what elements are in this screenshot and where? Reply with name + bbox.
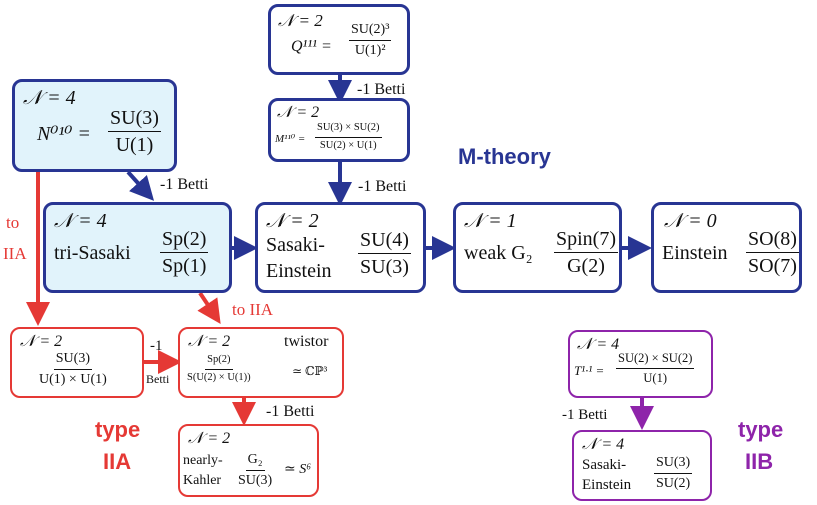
node-sasaki-n: 𝒩 = 2	[266, 210, 319, 232]
edge-label-iia-twistor-1: -1	[150, 338, 163, 354]
node-iib-sasaki-n: 𝒩 = 4	[582, 436, 625, 453]
section-label-type-iia-2: IIA	[103, 449, 132, 474]
edge-label-iia-twistor-2: Betti	[146, 372, 170, 386]
node-q111-num: SU(2)³	[349, 23, 392, 41]
node-trisasaki-fraction: Sp(2) Sp(1)	[160, 229, 209, 277]
node-trisasaki: 𝒩 = 4 tri-Sasaki Sp(2) Sp(1)	[43, 202, 232, 293]
node-sasaki-name1: Sasaki-	[266, 234, 325, 256]
node-t11: 𝒩 = 4 T¹·¹ = SU(2) × SU(2) U(1)	[568, 330, 713, 398]
node-iib-sasaki-name1: Sasaki-	[582, 457, 627, 473]
edge-label-t11-iib: -1 Betti	[562, 407, 608, 423]
node-n010-fraction: SU(3) U(1)	[108, 108, 161, 155]
arrow-tri-twistor	[197, 291, 221, 324]
node-trisasaki-name: tri-Sasaki	[54, 242, 131, 264]
edge-label-m110-sasaki: -1 Betti	[358, 178, 407, 195]
node-iib-sasaki-num: SU(3)	[654, 456, 693, 474]
node-m110-den: SU(2) × U(1)	[319, 139, 377, 151]
node-sasaki-fraction: SU(4) SU(3)	[358, 230, 411, 277]
node-sasaki-name2: Einstein	[266, 260, 332, 282]
node-einstein-name: Einstein	[662, 242, 728, 264]
node-sasaki-num: SU(4)	[358, 230, 411, 254]
node-trisasaki-num: Sp(2)	[160, 229, 209, 253]
arrow-n010-tri	[126, 170, 155, 201]
node-m110-num: SU(3) × SU(2)	[315, 122, 382, 138]
node-iia-left-den: U(1) × U(1)	[39, 372, 107, 387]
node-einstein-num: SO(8)	[746, 229, 799, 253]
node-iia-left-num: SU(3)	[53, 352, 92, 370]
node-einstein-n: 𝒩 = 0	[664, 210, 717, 232]
edge-label-to-iia-1: to	[6, 213, 20, 232]
node-m110: 𝒩 = 2 M¹¹⁰ = SU(3) × SU(2) SU(2) × U(1)	[268, 98, 410, 162]
edge-label-n010-tri: -1 Betti	[160, 176, 209, 193]
node-q111: 𝒩 = 2 Q¹¹¹ = SU(2)³ U(1)²	[268, 4, 410, 75]
node-q111-name: Q¹¹¹ =	[291, 38, 332, 55]
node-m110-fraction: SU(3) × SU(2) SU(2) × U(1)	[315, 122, 382, 151]
node-weakg2-den: G(2)	[567, 255, 605, 277]
node-twistor: 𝒩 = 2 twistor Sp(2) S(U(2) × U(1)) ≃ ℂℙ³	[178, 327, 344, 398]
node-twistor-suffix: ≃ ℂℙ³	[292, 364, 328, 378]
node-n010-num: SU(3)	[108, 108, 161, 132]
node-nearly-kahler: 𝒩 = 2 nearly- Kahler G₂ SU(3) ≃ S⁶	[178, 424, 319, 497]
node-einstein-den: SO(7)	[748, 255, 797, 277]
section-label-type-iib-1: type	[738, 417, 784, 442]
node-iib-sasaki-fraction: SU(3) SU(2)	[654, 456, 693, 491]
node-iia-left-n: 𝒩 = 2	[20, 333, 63, 350]
node-weakg2-name: weak G₂	[464, 242, 533, 264]
node-iib-sasaki-den: SU(2)	[656, 476, 691, 491]
node-q111-den: U(1)²	[354, 43, 386, 58]
node-trisasaki-den: Sp(1)	[162, 255, 207, 277]
node-nearly-den: SU(3)	[238, 473, 273, 488]
node-einstein: 𝒩 = 0 Einstein SO(8) SO(7)	[651, 202, 802, 293]
node-t11-den: U(1)	[643, 370, 668, 385]
node-nearly-n: 𝒩 = 2	[188, 430, 231, 447]
edge-label-to-iia-2: IIA	[3, 244, 27, 263]
node-twistor-n: 𝒩 = 2	[188, 333, 231, 350]
edge-label-twistor-nearly: -1 Betti	[266, 403, 315, 420]
node-n010-name: N⁰¹⁰ =	[37, 123, 91, 145]
node-iia-cp2: 𝒩 = 2 SU(3) U(1) × U(1)	[10, 327, 144, 398]
node-sasaki-einstein: 𝒩 = 2 Sasaki- Einstein SU(4) SU(3)	[255, 202, 426, 293]
node-n010-n: 𝒩 = 4	[23, 87, 76, 109]
node-iib-sasaki-einstein: 𝒩 = 4 Sasaki- Einstein SU(3) SU(2)	[572, 430, 712, 501]
node-q111-fraction: SU(2)³ U(1)²	[349, 23, 392, 58]
node-twistor-den: S(U(2) × U(1))	[187, 371, 251, 383]
node-weakg2-n: 𝒩 = 1	[464, 210, 517, 232]
node-iib-sasaki-name2: Einstein	[582, 477, 632, 493]
node-nearly-name1: nearly-	[183, 453, 223, 468]
node-trisasaki-n: 𝒩 = 4	[54, 210, 107, 232]
node-t11-num: SU(2) × SU(2)	[616, 352, 695, 369]
section-label-type-iia-1: type	[95, 417, 141, 442]
node-t11-fraction: SU(2) × SU(2) U(1)	[616, 352, 695, 385]
node-n010-den: U(1)	[115, 134, 154, 156]
node-weakg2-num: Spin(7)	[554, 229, 618, 253]
node-nearly-num: G₂	[245, 453, 265, 471]
node-weak-g2: 𝒩 = 1 weak G₂ Spin(7) G(2)	[453, 202, 622, 293]
node-t11-name: T¹·¹ =	[574, 363, 605, 378]
node-iia-left-fraction: SU(3) U(1) × U(1)	[37, 352, 109, 387]
node-nearly-fraction: G₂ SU(3)	[236, 453, 274, 488]
node-m110-n: 𝒩 = 2	[277, 104, 320, 121]
node-t11-n: 𝒩 = 4	[577, 336, 620, 353]
edge-label-tri-twistor: to IIA	[232, 300, 274, 319]
node-twistor-tag: twistor	[284, 333, 329, 350]
section-label-mtheory: M-theory	[458, 144, 551, 169]
node-m110-name: M¹¹⁰ =	[275, 133, 306, 145]
node-nearly-name2: Kahler	[183, 473, 222, 488]
section-label-type-iib-2: IIB	[745, 449, 774, 474]
node-einstein-fraction: SO(8) SO(7)	[746, 229, 799, 276]
node-n010: 𝒩 = 4 N⁰¹⁰ = SU(3) U(1)	[12, 79, 177, 172]
node-sasaki-den: SU(3)	[360, 256, 409, 278]
node-nearly-suffix: ≃ S⁶	[284, 462, 312, 477]
node-q111-n: 𝒩 = 2	[278, 11, 323, 30]
node-twistor-fraction: Sp(2) S(U(2) × U(1))	[185, 354, 253, 383]
node-weakg2-fraction: Spin(7) G(2)	[554, 229, 618, 276]
node-twistor-num: Sp(2)	[205, 354, 233, 370]
edge-label-q111-m110: -1 Betti	[357, 81, 406, 98]
